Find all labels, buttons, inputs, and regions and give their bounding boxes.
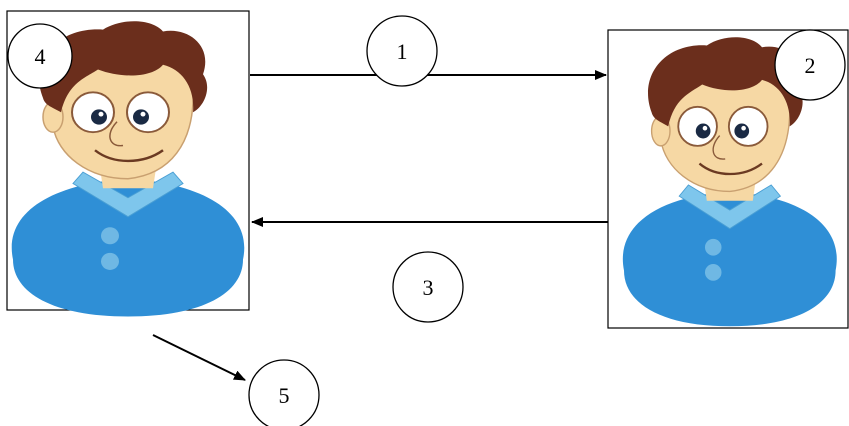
marker-4: 4 [7,23,73,89]
arrow-to-marker-five [152,334,246,381]
marker-5: 5 [248,359,320,426]
marker-3: 3 [392,251,464,323]
marker-4-label: 4 [35,44,46,69]
marker-3-label: 3 [423,275,434,300]
marker-1: 1 [366,15,438,87]
marker-2: 2 [774,29,846,101]
marker-1-label: 1 [397,39,408,64]
marker-5-label: 5 [279,383,290,408]
marker-2-label: 2 [805,53,816,78]
